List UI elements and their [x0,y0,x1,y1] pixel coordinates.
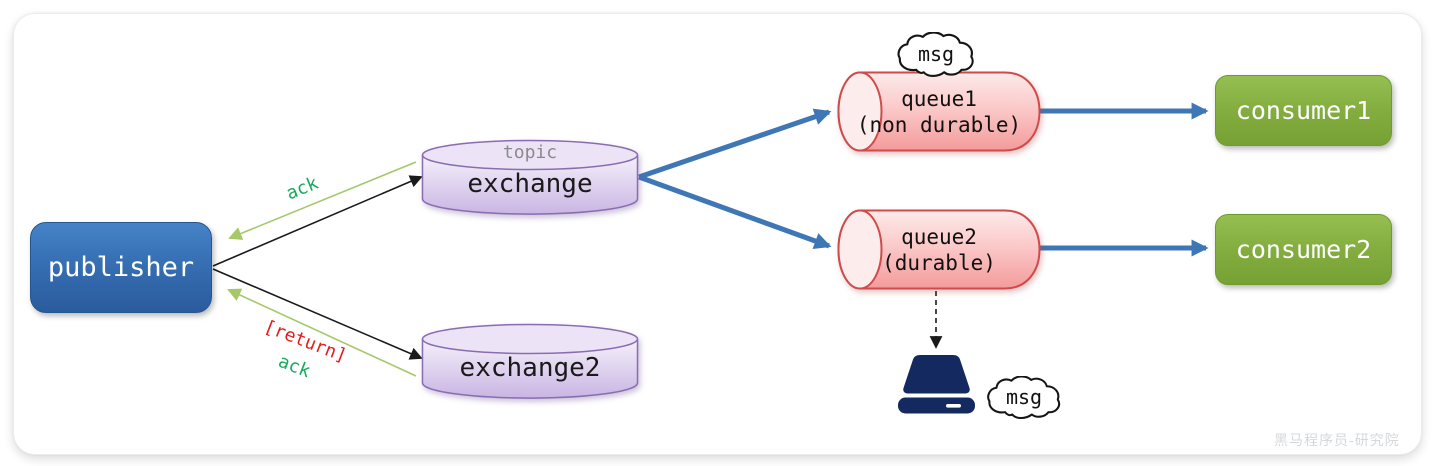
cylinder-shape-queue2 [837,209,1041,290]
publisher-label: publisher [47,252,195,283]
watermark: 黑马程序员-研究院 [1274,433,1400,449]
node-publisher: publisher [30,222,212,313]
consumer1-label: consumer1 [1235,96,1372,125]
node-consumer1: consumer1 [1215,75,1392,146]
queue1-text: queue1 (non durable) [837,71,1041,152]
queue1-durability: (non durable) [856,112,1022,137]
queue2-text: queue2 (durable) [837,209,1041,290]
canvas-frame [13,13,1422,455]
node-exchange: topic exchange [421,139,639,217]
msg-cloud-disk-label: msg [1005,385,1043,409]
node-queue2: queue2 (durable) [837,209,1041,290]
node-exchange2: exchange2 [421,323,639,401]
consumer2-label: consumer2 [1235,235,1372,264]
msg-cloud-queue1: msg [894,32,978,78]
node-consumer2: consumer2 [1215,214,1392,285]
cloud-icon [987,376,1061,420]
queue1-name: queue1 [901,86,977,111]
cylinder-shape-queue1 [837,71,1041,152]
cylinder-shape-exchange2 [421,323,639,399]
node-queue1: queue1 (non durable) [837,71,1041,152]
queue2-name: queue2 [901,224,977,249]
exchange2-label: exchange2 [459,353,601,383]
queue2-durability: (durable) [882,250,996,275]
cylinder-shape-exchange [421,139,639,215]
msg-cloud-disk: msg [984,376,1064,420]
msg-cloud-queue1-label: msg [917,42,955,66]
disk-icon [893,354,980,414]
exchange-type-tag: topic [502,142,558,163]
exchange-label: exchange [467,169,593,199]
cloud-icon [897,32,974,78]
